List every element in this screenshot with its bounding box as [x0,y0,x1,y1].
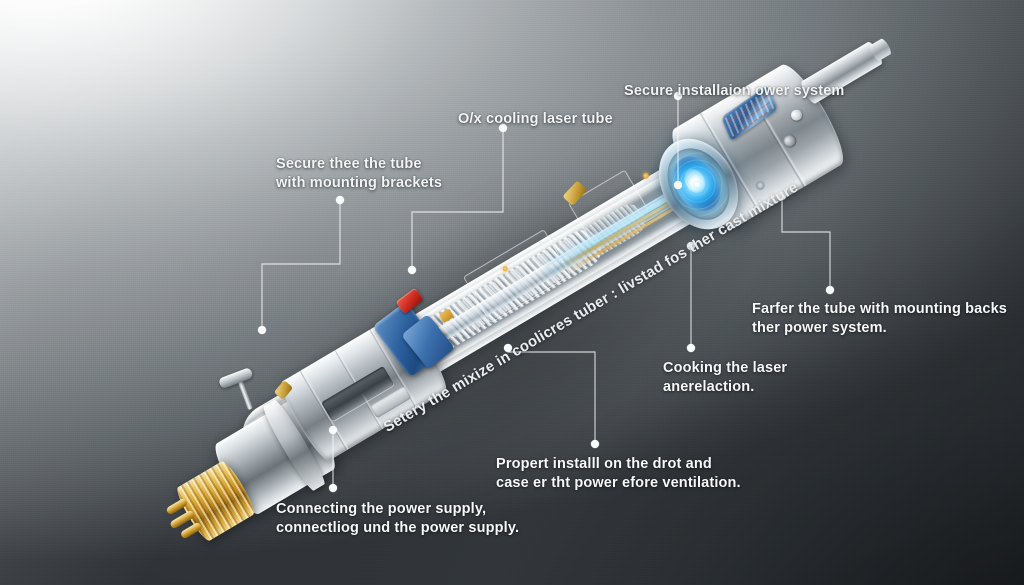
leader-secure-install-anchor-dot [673,180,683,190]
callout-transfer-tube-mounting-power: Farfer the tube with mounting backs ther… [752,301,1007,336]
leader-cooling-interaction-anchor-dot [686,343,696,353]
leader-connecting-power-anchor-dot [328,425,338,435]
leader-secure-install-anchor-dot [673,91,683,101]
leader-transfer-tube [781,196,831,290]
callout-secure-tube-mounting-brackets: Secure thee the tube with mounting brack… [276,156,443,191]
leader-cooling-tube-anchor-dot [498,123,508,133]
leader-connecting-power-anchor-dot [328,483,338,493]
callout-cooling-laser-interaction: Cooking the laser anerelaction. [663,360,788,395]
leader-proper-install-anchor-dot [503,343,513,353]
leader-secure-tube-anchor-dot [257,325,267,335]
leader-cooling-tube [411,128,504,270]
leader-proper-install-anchor-dot [590,439,600,449]
leader-secure-tube-anchor-dot [335,195,345,205]
leader-cooling-interaction-anchor-dot [686,241,696,251]
callout-connecting-power-supply: Connecting the power supply, connectliog… [276,501,520,536]
leader-cooling-tube-anchor-dot [407,265,417,275]
callout-proper-install-ventilation: Propert installl on the drot and case er… [496,456,741,491]
leader-transfer-tube-anchor-dot [825,285,835,295]
callout-cooling-laser-tube: O/x cooling laser tube [458,111,613,127]
leader-transfer-tube-anchor-dot [777,191,787,201]
leader-secure-tube [261,200,341,330]
callout-secure-installation-power-system: Secure installaion ower system [624,83,845,99]
leader-proper-install [507,348,596,444]
